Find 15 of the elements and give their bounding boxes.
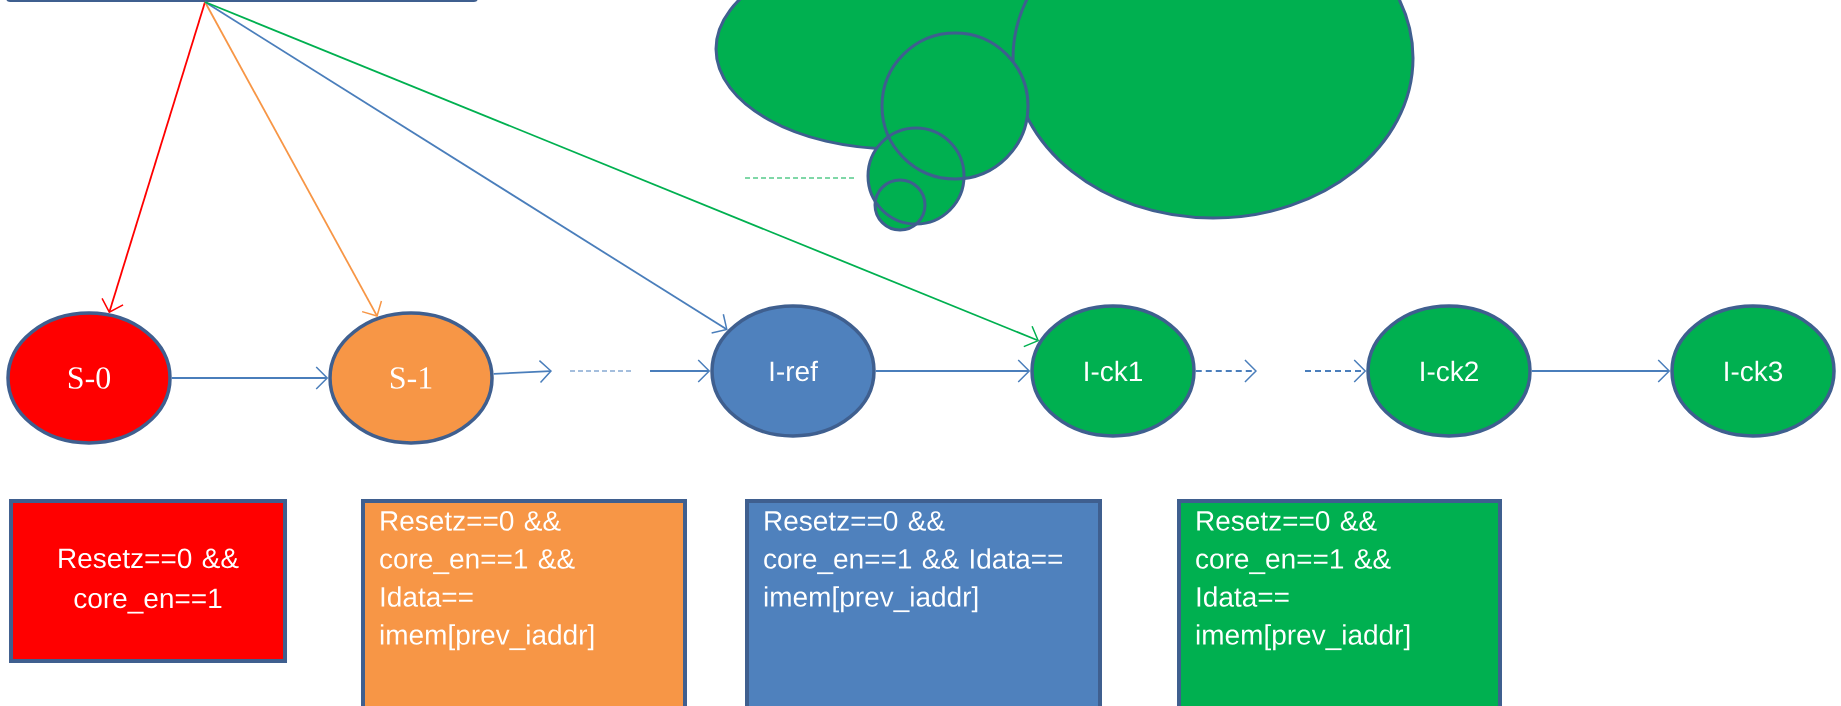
arrow xyxy=(204,1,728,334)
arrow xyxy=(101,1,206,314)
condition-box: Resetz==0 && core_en==1 && Idata== imem[prev_iaddr] xyxy=(1177,499,1502,706)
arrow xyxy=(1194,359,1257,383)
arrow xyxy=(874,359,1031,383)
arrow xyxy=(1530,359,1671,383)
arrow xyxy=(204,1,1040,348)
arrow xyxy=(204,1,383,317)
arrow xyxy=(649,359,711,383)
arrow xyxy=(492,359,552,384)
arrow xyxy=(1304,359,1367,383)
condition-box: Resetz==0 && core_en==1 && Idata== imem[prev_iaddr] xyxy=(361,499,687,706)
arrow xyxy=(170,366,329,390)
condition-box: Resetz==0 && core_en==1 xyxy=(9,499,287,663)
condition-box: Resetz==0 && core_en==1 && Idata== imem[prev_iaddr] xyxy=(745,499,1102,706)
